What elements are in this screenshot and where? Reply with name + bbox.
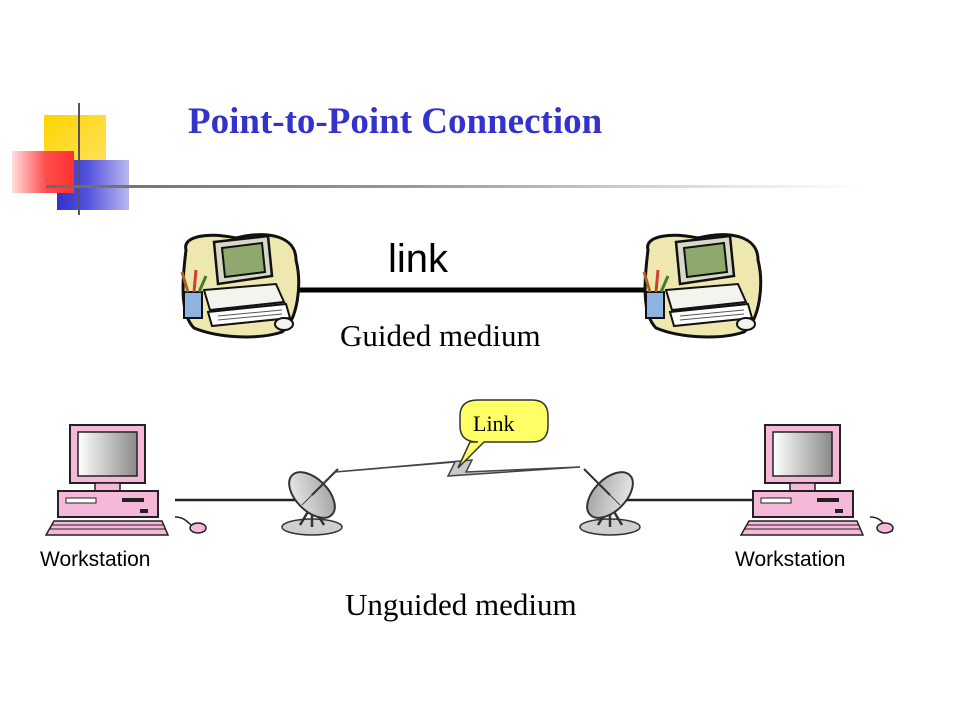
deco-vertical-line — [78, 103, 80, 215]
title-underline — [46, 185, 866, 188]
speech-bubble-icon — [457, 399, 549, 469]
right-workstation-label: Workstation — [735, 548, 846, 571]
left-workstation-label: Workstation — [40, 548, 151, 571]
bubble-link-label: Link — [473, 411, 515, 436]
guided-medium-label: Guided medium — [340, 318, 541, 353]
lightning-icon — [334, 459, 581, 477]
unguided-medium-label: Unguided medium — [345, 587, 577, 622]
workstation-icon — [740, 424, 894, 536]
computer-clipart-icon — [180, 233, 301, 339]
computer-clipart-icon — [642, 233, 763, 339]
workstation-icon — [45, 424, 207, 536]
page-title: Point-to-Point Connection — [188, 101, 603, 142]
guided-link-label: link — [388, 237, 449, 281]
